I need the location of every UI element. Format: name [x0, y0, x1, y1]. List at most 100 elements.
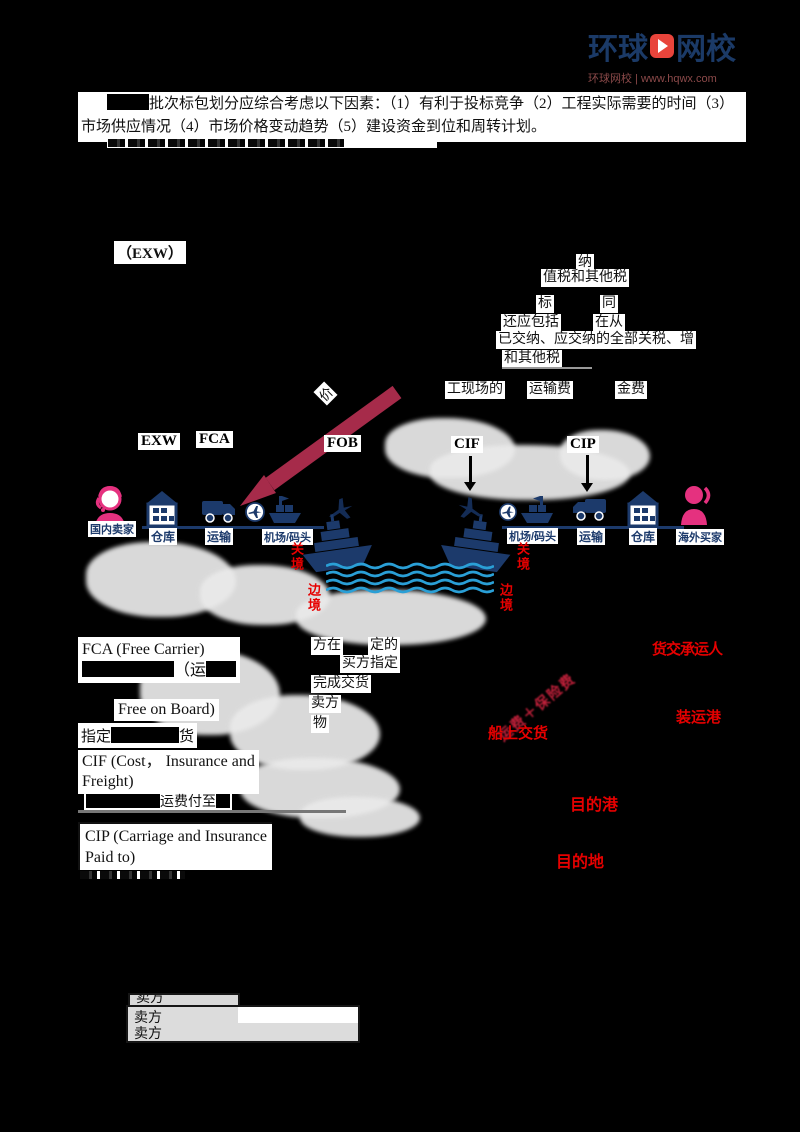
- text-fragment: 同: [600, 295, 618, 313]
- truck-icon: [573, 499, 606, 521]
- text-fragment: 金费: [615, 381, 647, 399]
- term-label-fob: FOB: [324, 435, 361, 452]
- arrow-down-fca: [207, 450, 210, 486]
- divider-line: [502, 367, 592, 369]
- table-row-partial: 卖方: [128, 993, 240, 1005]
- text-fragment: 已交纳、应交纳的全部关税、增: [496, 331, 696, 349]
- paragraph-line2: 市场供应情况（4）市场价格变动趋势（5）建设资金到位和周转计划。: [81, 119, 547, 135]
- redacted-text: [108, 139, 344, 147]
- redacted-text: [107, 94, 149, 110]
- airplane-icon: [329, 498, 353, 519]
- red-trend-arrow: [240, 385, 402, 506]
- redacted-text: [86, 794, 160, 808]
- text-fragment: 工现场的: [445, 381, 505, 399]
- cargo-ship-icon: [269, 496, 301, 523]
- garbled-strip: [107, 138, 437, 148]
- text-fragment: 在从: [593, 314, 625, 332]
- text-fragment: 运输费: [527, 381, 573, 399]
- text-fragment: 还应包括: [501, 314, 561, 332]
- station-line-left: [142, 526, 324, 529]
- cip-title-line1: CIP (Carriage and Insurance: [85, 828, 267, 845]
- text-fragment: 方在: [311, 637, 343, 655]
- text-fragment: 标: [536, 295, 554, 313]
- text-fragment: 完成交货: [311, 675, 371, 693]
- national-border-label-left: 边境: [306, 583, 321, 613]
- divider-line: [78, 810, 346, 813]
- airplane-icon: [458, 497, 482, 518]
- warehouse-icon: [627, 491, 659, 527]
- warehouse-icon: [146, 491, 178, 527]
- artifact-blob: [300, 797, 420, 837]
- airplane-circle-icon: [499, 503, 517, 521]
- artifact-blob: [296, 590, 486, 645]
- text-fragment: 和其他税: [502, 350, 562, 368]
- arrow-head: [151, 481, 163, 490]
- exw-note: （EXW）: [114, 241, 186, 264]
- cip-term-block: CIP (Carriage and Insurance Paid to): [78, 822, 272, 870]
- redacted-text: [216, 794, 230, 808]
- text-fragment: 物: [311, 715, 329, 733]
- arrow-down-cif: [469, 456, 472, 482]
- logo-tagline: 环球网校 | www.hqwx.com: [588, 73, 717, 85]
- fca-subtitle: （运: [82, 660, 237, 681]
- cif-title-line2: Freight): [82, 773, 134, 790]
- domestic-seller-icon: [95, 486, 124, 522]
- arrow-head: [464, 482, 476, 491]
- garbled-strip: [80, 871, 185, 879]
- national-border-label-right: 边境: [498, 583, 513, 613]
- text-fragment: 纳: [576, 254, 594, 272]
- red-note-fca: 货交承运人: [652, 642, 723, 658]
- station-label-airport-dock: 机场/码头: [507, 528, 559, 544]
- arrow-head: [202, 486, 214, 495]
- cip-title-line2: Paid to): [85, 849, 136, 866]
- station-label-transport: 运输: [577, 528, 606, 545]
- redacted-text: [82, 661, 174, 677]
- cif-title-line1: CIF (Cost， Insurance and: [82, 753, 255, 770]
- arrow-down-exw: [156, 453, 159, 481]
- text-fragment: 卖方: [309, 695, 341, 713]
- text-fragment: 定的: [368, 637, 400, 655]
- truck-icon: [202, 501, 235, 523]
- fca-term-block: FCA (Free Carrier) （运: [78, 637, 241, 683]
- table-row-seller-2: 卖方: [126, 1023, 360, 1043]
- cif-subtitle: 运费付至: [84, 790, 232, 812]
- station-label-warehouse: 仓库: [629, 528, 658, 545]
- station-label-warehouse: 仓库: [149, 528, 178, 545]
- cif-term-block: CIF (Cost， Insurance and Freight): [78, 750, 259, 794]
- customs-border-label-right: 关境: [515, 542, 530, 572]
- overseas-buyer-icon: [681, 486, 711, 525]
- station-line-right: [502, 526, 684, 529]
- term-label-cif: CIF: [451, 436, 483, 453]
- logo-text-right: 网校: [676, 33, 736, 66]
- water-waves-icon: [326, 562, 494, 594]
- redacted-text: [206, 661, 237, 677]
- paragraph-block: 批次标包划分应综合考虑以下因素：（1）有利于投标竞争（2）工程实际需要的时间（3…: [78, 92, 746, 142]
- red-note-cif: 目的港: [570, 797, 619, 814]
- cargo-ship-icon: [521, 496, 553, 523]
- arrow-down-cip: [586, 455, 589, 483]
- term-label-fca: FCA: [196, 431, 233, 448]
- customs-border-label-left: 关境: [289, 542, 304, 572]
- arrow-head: [581, 483, 593, 492]
- red-note-cip: 目的地: [556, 854, 605, 871]
- arrow-head: [334, 481, 346, 490]
- paragraph-line1: 批次标包划分应综合考虑以下因素：（1）有利于投标竞争（2）工程实际需要的时间（3…: [81, 93, 743, 116]
- site-logo: 环球 网校 环球网校 | www.hqwx.com: [588, 24, 736, 86]
- table-row-seller-1: 卖方: [126, 1005, 240, 1026]
- play-icon: [650, 34, 674, 58]
- text-fragment: 买方指定: [340, 655, 400, 673]
- term-label-cip: CIP: [567, 436, 599, 453]
- table-cell-empty: [238, 1005, 360, 1025]
- red-note-fob-right: 装运港: [676, 710, 722, 726]
- redacted-text: [111, 727, 180, 743]
- text-fragment: 值税和其他税: [541, 269, 629, 287]
- arrow-down-fob: [339, 455, 342, 481]
- airplane-circle-icon: [245, 502, 265, 522]
- station-label-transport: 运输: [205, 528, 234, 545]
- logo-text-left: 环球: [588, 33, 648, 66]
- fob-title: Free on Board): [114, 699, 219, 721]
- term-label-exw: EXW: [138, 433, 180, 450]
- fob-subtitle: 指定货: [78, 723, 198, 748]
- station-label-airport-dock: 机场/码头: [262, 529, 314, 545]
